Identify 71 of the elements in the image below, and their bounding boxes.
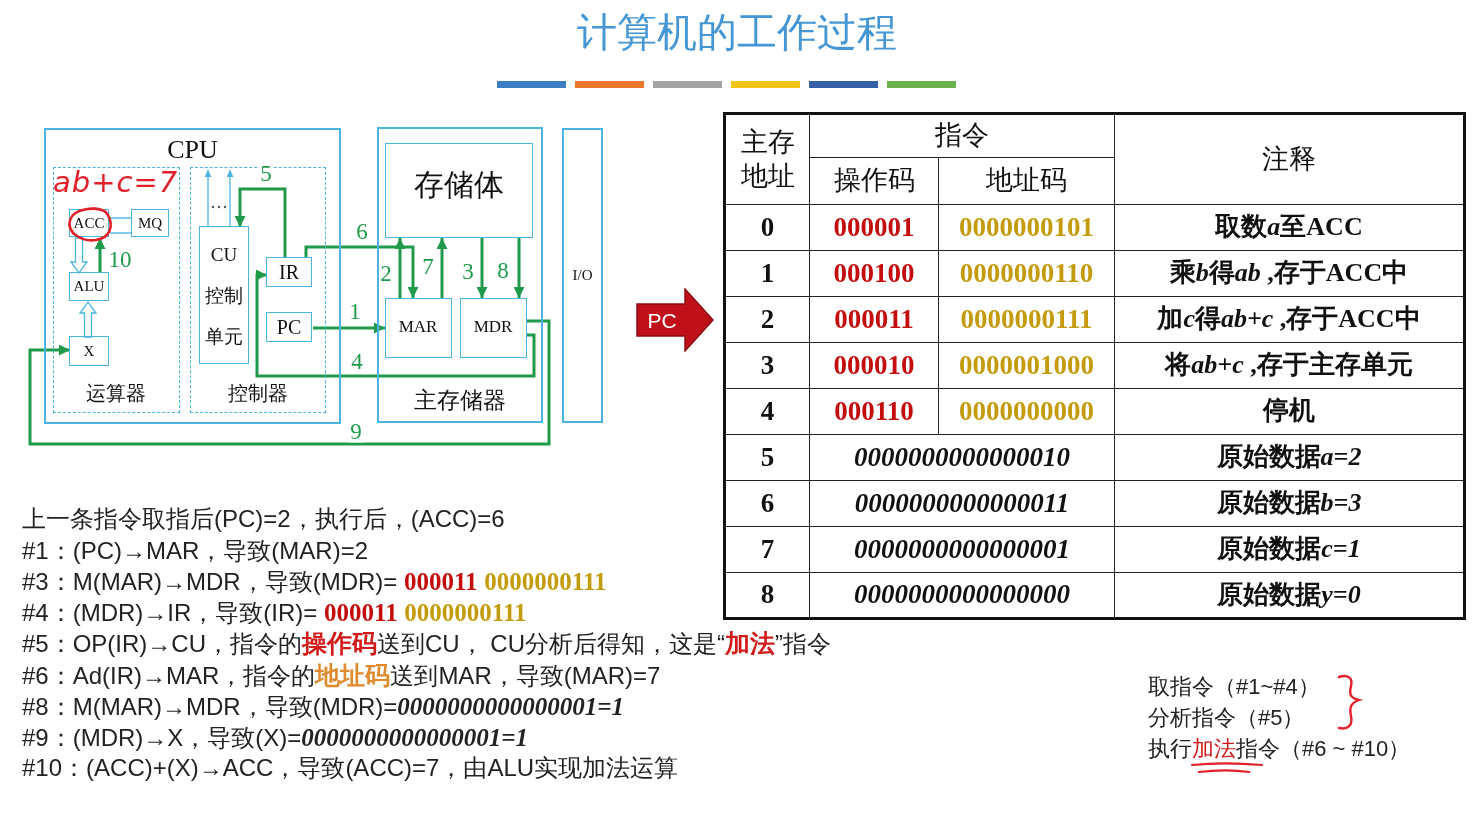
arrow xyxy=(226,169,234,228)
connector-line xyxy=(109,232,133,234)
control-unit-box: CU 控制单元 xyxy=(199,226,249,364)
table-cell: 3 xyxy=(724,342,810,389)
table-header-cell: 指令 xyxy=(809,113,1115,158)
arrow xyxy=(313,322,385,334)
table-cell: 0000001000 xyxy=(938,342,1115,389)
pointer-arrow: PC xyxy=(636,288,714,352)
step-text: #5：OP(IR)→CU，指令的操作码送到CU， CU分析后得知，这是“加法”指令 xyxy=(22,629,832,659)
table-cell: 0000000111 xyxy=(938,296,1115,343)
table-cell: 1 xyxy=(724,250,810,297)
arrow xyxy=(436,238,448,298)
table-cell: 5 xyxy=(724,434,810,481)
page-title: 计算机的工作过程 xyxy=(577,8,897,56)
table-cell: 0000000000 xyxy=(938,388,1115,435)
arrow xyxy=(255,269,536,378)
summary-text: 分析指令（#5） xyxy=(1148,705,1305,732)
box-title: 主存储器 xyxy=(414,387,506,414)
step-text: #9：(MDR)→X，导致(X)=0000000000000001=1 xyxy=(22,723,529,753)
summary-text: 执行加法指令（#6 ~ #10） xyxy=(1148,736,1411,763)
step-text: #6：Ad(IR)→MAR，指令的地址码送到MAR，导致(MAR)=7 xyxy=(22,661,661,691)
table-cell: 0000000000000010 xyxy=(809,434,1115,481)
table-cell: 000001 xyxy=(809,204,939,251)
box-title: 控制器 xyxy=(227,381,288,405)
table-cell: 0000000000000001 xyxy=(809,526,1115,573)
arrow xyxy=(476,238,488,298)
storage-box: 存储体 xyxy=(384,142,533,238)
table-cell: 0000000110 xyxy=(938,250,1115,297)
box-title: CPU xyxy=(167,135,218,165)
register-box: MQ xyxy=(131,209,169,237)
box-title: 运算器 xyxy=(86,381,146,405)
table-cell: 0 xyxy=(724,204,810,251)
table-cell: 000110 xyxy=(809,388,939,435)
register-box: ALU xyxy=(69,272,109,301)
register-box: MDR xyxy=(459,297,527,358)
arrow xyxy=(513,238,525,298)
table-header-cell: 操作码 xyxy=(809,157,939,205)
register-box: ACC xyxy=(69,209,109,237)
table-header-cell: 主存地址 xyxy=(724,113,810,205)
table-cell: 0000000000000011 xyxy=(809,480,1115,527)
arrow xyxy=(204,169,212,228)
arrow xyxy=(94,238,106,273)
step-text: #10：(ACC)+(X)→ACC，导致(ACC)=7，由ALU实现加法运算 xyxy=(22,754,679,783)
register-box: X xyxy=(69,336,109,366)
io-box: I/O xyxy=(562,128,603,423)
summary-text: 取指令（#1~#4） xyxy=(1148,674,1320,701)
table-cell: 2 xyxy=(724,296,810,343)
table-cell: 7 xyxy=(724,526,810,573)
arrow xyxy=(28,319,551,446)
table-cell: 000100 xyxy=(809,250,939,297)
step-text: #1：(PC)→MAR，导致(MAR)=2 xyxy=(22,537,369,566)
table-cell: 6 xyxy=(724,480,810,527)
hollow-arrow xyxy=(69,237,89,275)
arrow xyxy=(394,238,406,298)
table-cell: 000011 xyxy=(809,296,939,343)
table-cell: 000010 xyxy=(809,342,939,389)
step-text: #4：(MDR)→IR，导致(IR)= 000011 0000000111 xyxy=(22,598,527,628)
arrow xyxy=(304,245,419,298)
step-text: #8：M(MAR)→MDR，导致(MDR)=0000000000000001=1 xyxy=(22,692,625,722)
register-box: IR xyxy=(266,257,312,287)
step-text: #3：M(MAR)→MDR，导致(MDR)= 000011 0000000111 xyxy=(22,567,607,597)
connector-line xyxy=(109,217,133,219)
handwritten-note: ab+c=7 xyxy=(53,167,179,199)
step-text: 上一条指令取指后(PC)=2，执行后，(ACC)=6 xyxy=(22,505,505,534)
arrow xyxy=(234,187,287,258)
hollow-arrow xyxy=(78,300,98,338)
table-cell: 4 xyxy=(724,388,810,435)
table-cell: 0000000101 xyxy=(938,204,1115,251)
register-box: MAR xyxy=(384,297,452,358)
memory-box xyxy=(377,127,543,423)
register-box: PC xyxy=(266,312,312,342)
